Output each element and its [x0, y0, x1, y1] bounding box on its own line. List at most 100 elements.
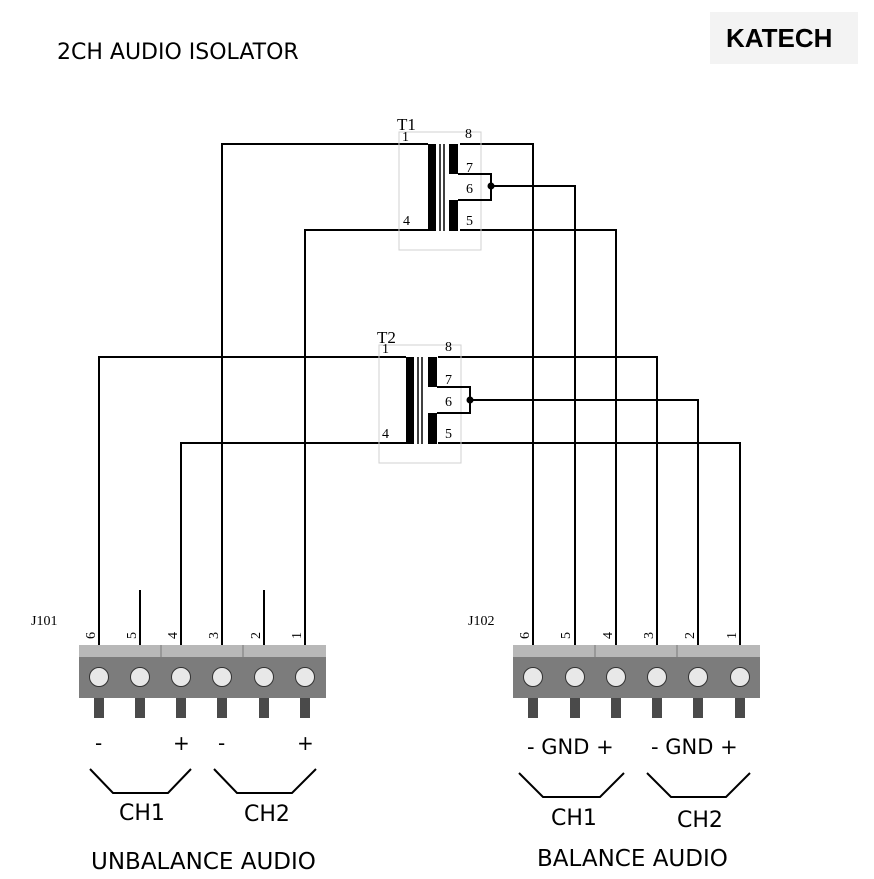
ch2-polarity-label: - GND +	[651, 735, 738, 759]
ch1-label: CH1	[119, 801, 165, 826]
ch1-balanced-bracket	[518, 772, 625, 798]
wire-t2-pin5	[438, 442, 741, 645]
t2-pin-label: 4	[382, 427, 389, 442]
wiring	[98, 143, 741, 645]
t1-secondary-winding-top	[449, 144, 458, 174]
j102-lead	[570, 698, 580, 718]
t2-pin-label: 5	[445, 427, 452, 442]
j101-screw	[130, 667, 150, 687]
connector-j102: J102 6 5 4 3 2 1	[468, 614, 760, 718]
j102-top-strip	[513, 645, 760, 657]
ch2-minus-label: -	[218, 731, 225, 755]
wire-t2-pin8	[438, 356, 658, 645]
wire-t2-pin6	[470, 399, 699, 645]
t1-primary-winding	[428, 144, 436, 231]
t2-center-tap	[437, 386, 471, 414]
j101-screw	[295, 667, 315, 687]
j102-pin-number: 3	[642, 632, 657, 639]
j102-screw	[647, 667, 667, 687]
wire-t2-pin4	[180, 442, 406, 645]
j101-screw	[212, 667, 232, 687]
t1-pin-label: 8	[465, 127, 472, 142]
j101-lead	[135, 698, 145, 718]
t2-secondary-winding-bottom	[428, 413, 437, 444]
transformer-t1: T1 1 8 7 6 4 5	[397, 115, 495, 251]
wire-t1-pin4	[304, 229, 428, 645]
j102-screw	[523, 667, 543, 687]
j102-body	[513, 657, 760, 698]
j101-top-strip	[79, 645, 326, 657]
j102-name: J102	[468, 614, 494, 629]
j102-pin-number: 1	[725, 632, 740, 639]
t1-secondary-winding-bottom	[449, 200, 458, 231]
t1-pin-label: 6	[466, 182, 473, 197]
j101-lead	[300, 698, 310, 718]
brand-logo: KATECH	[726, 23, 832, 53]
ch1-bracket	[89, 768, 192, 794]
j101-lead	[217, 698, 227, 718]
ch1-plus-label: +	[173, 731, 190, 755]
j102-lead	[611, 698, 621, 718]
t1-pin-label: 4	[403, 214, 410, 229]
j102-pin-number: 6	[518, 632, 533, 639]
j101-pin-number: 4	[166, 632, 181, 639]
t1-outline	[398, 131, 482, 251]
j102-lead	[693, 698, 703, 718]
t1-pin-label: 5	[466, 214, 473, 229]
j101-lead	[176, 698, 186, 718]
t2-pin-label: 8	[445, 340, 452, 355]
j102-lead	[735, 698, 745, 718]
ch2-plus-label: +	[297, 731, 314, 755]
t2-pin-label: 6	[445, 395, 452, 410]
j102-screw	[730, 667, 750, 687]
j101-body	[79, 657, 326, 698]
ch2-balanced-label: CH2	[677, 808, 723, 833]
ch2-label: CH2	[244, 802, 290, 827]
t1-center-tap	[458, 173, 492, 201]
t2-primary-winding	[406, 357, 414, 444]
balanced-channels: - GND + CH1 - GND + CH2 BALANCE AUDIO	[518, 735, 751, 872]
j102-pin-number: 5	[559, 632, 574, 639]
transformer-t2: T2 1 8 7 6 4 5	[377, 328, 474, 464]
j101-screw	[254, 667, 274, 687]
j102-screw	[565, 667, 585, 687]
wire-t1-pin6	[491, 185, 576, 645]
j102-lead	[528, 698, 538, 718]
wire-t1-pin1	[221, 143, 428, 645]
j102-screw	[606, 667, 626, 687]
j102-pin-number: 2	[683, 632, 698, 639]
j101-pin-number: 6	[84, 632, 99, 639]
t2-secondary-winding-top	[428, 357, 437, 387]
j102-pin-number: 4	[601, 632, 616, 639]
connector-j101: J101 6 5 4 3 2 1	[31, 614, 326, 718]
j101-screw	[89, 667, 109, 687]
t2-pin-label: 7	[445, 373, 452, 388]
t1-pin-label: 7	[466, 161, 473, 176]
j101-lead	[259, 698, 269, 718]
j101-pin-number: 1	[290, 632, 305, 639]
ch1-polarity-label: - GND +	[527, 735, 614, 759]
t2-name: T2	[377, 328, 396, 347]
t1-name: T1	[397, 115, 416, 134]
balance-audio-caption: BALANCE AUDIO	[537, 846, 728, 872]
t1-pin-label: 1	[402, 130, 409, 145]
j101-lead	[94, 698, 104, 718]
unbalanced-channels: - + CH1 - + CH2 UNBALANCE AUDIO	[89, 731, 317, 875]
brand-box	[710, 12, 858, 64]
j101-pin-number: 3	[207, 632, 222, 639]
j101-screw	[171, 667, 191, 687]
j101-pin-number: 2	[249, 632, 264, 639]
ch2-balanced-bracket	[646, 772, 751, 798]
wire-t1-pin5	[460, 229, 617, 645]
ch1-balanced-label: CH1	[551, 806, 597, 831]
t2-junction-dot	[466, 396, 474, 404]
j101-name: J101	[31, 614, 57, 629]
wire-t2-pin1	[98, 356, 406, 645]
j102-lead	[652, 698, 662, 718]
j102-screw	[688, 667, 708, 687]
j101-pin-number: 5	[125, 632, 140, 639]
ch2-bracket	[213, 768, 317, 794]
ch1-minus-label: -	[95, 731, 102, 755]
t2-outline	[378, 344, 462, 464]
